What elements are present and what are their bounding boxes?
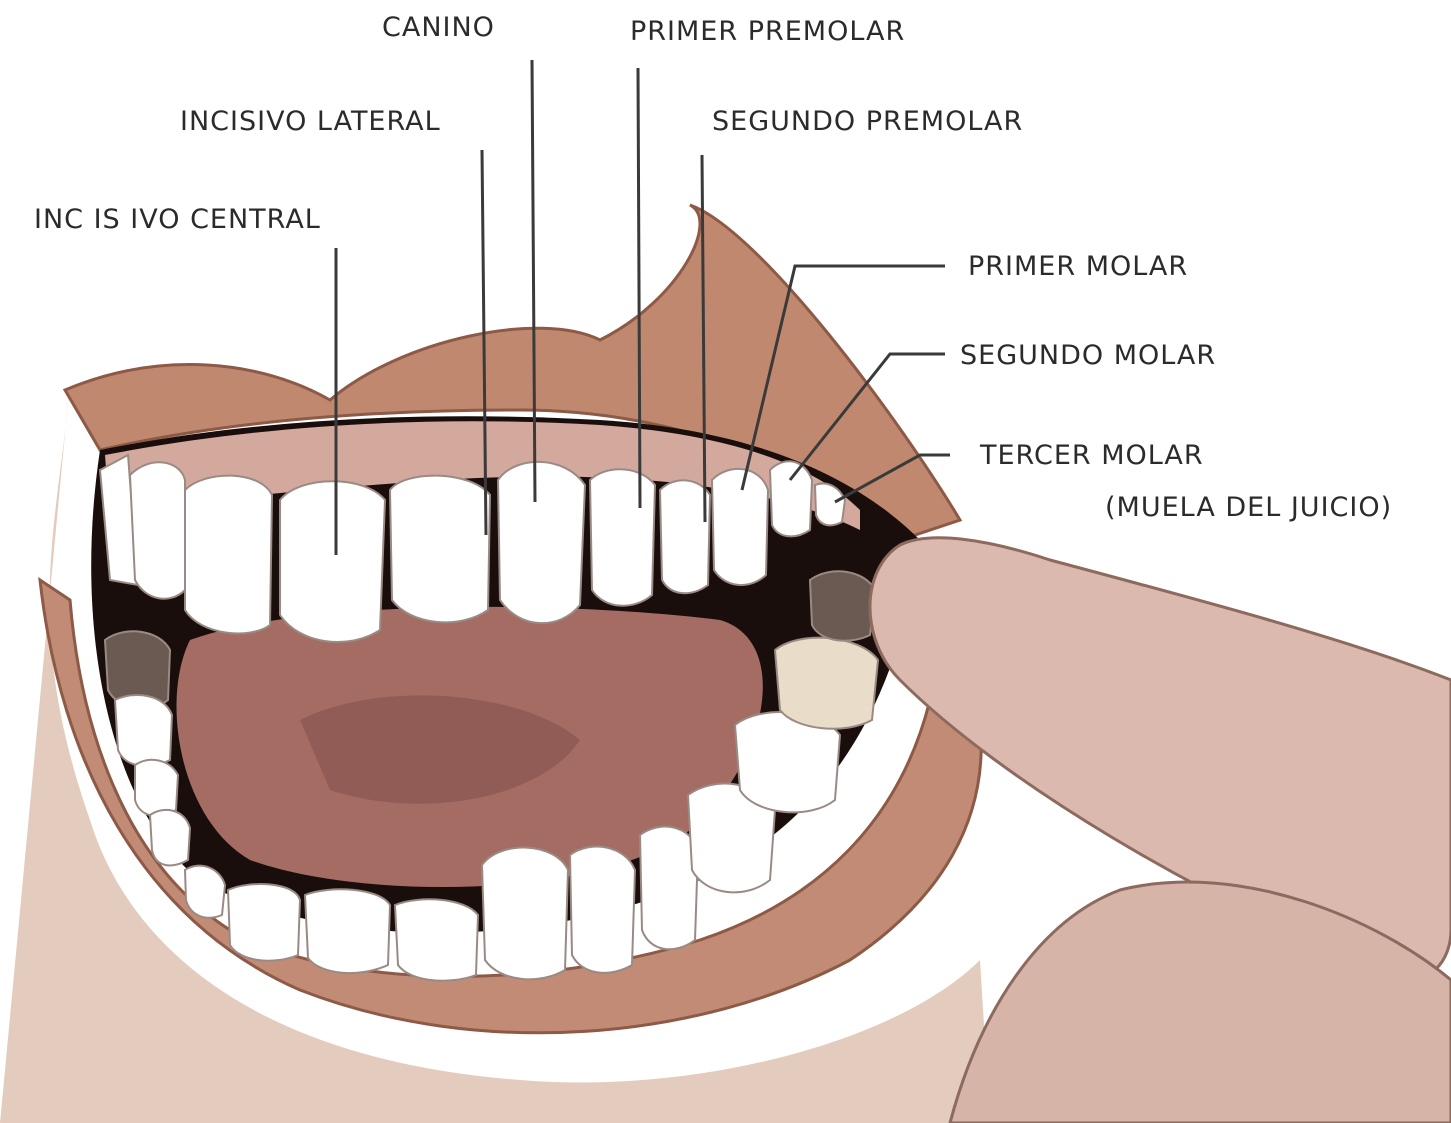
leader-primer-premolar [638,68,640,508]
label-tercer-molar: TERCER MOLAR [980,442,1204,469]
label-primer-molar: PRIMER MOLAR [968,253,1188,280]
label-incisivo-lateral: INCISIVO LATERAL [180,108,441,135]
label-canino: CANINO [382,14,495,41]
label-primer-premolar: PRIMER PREMOLAR [630,18,905,45]
label-incisivo-central: INC IS IVO CENTRAL [34,206,321,233]
label-segundo-premolar: SEGUNDO PREMOLAR [712,108,1023,135]
label-segundo-molar: SEGUNDO MOLAR [960,342,1216,369]
label-tercer-molar-note: (MUELA DEL JUICIO) [1105,494,1392,521]
